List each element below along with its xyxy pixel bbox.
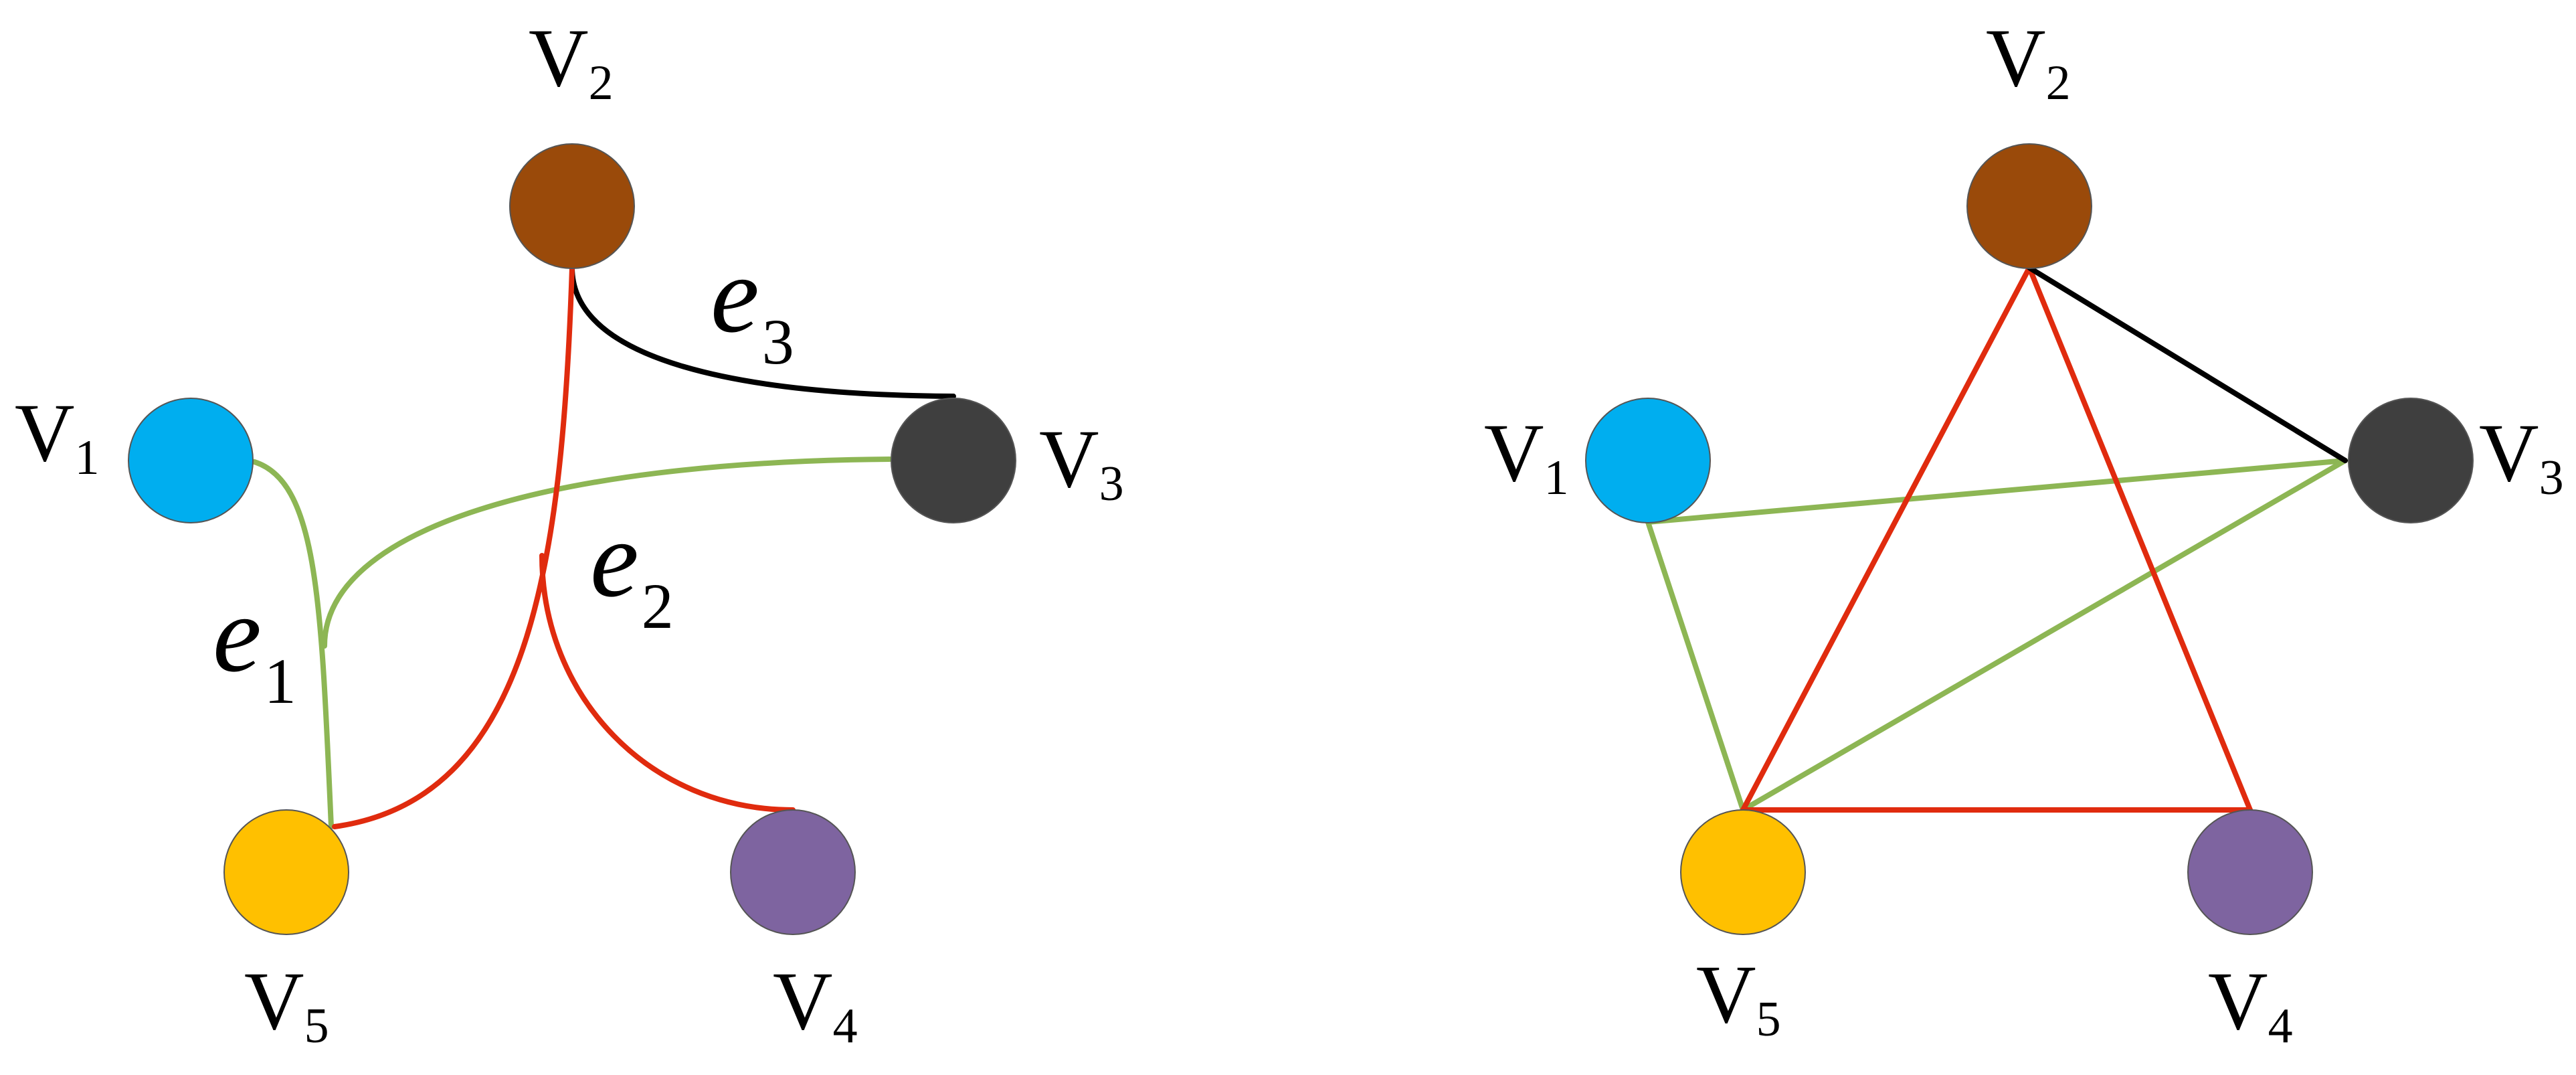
hypergraph-label-v4: V4: [773, 955, 858, 1054]
hyperedge-e1-curve: [252, 459, 334, 829]
hyperedge-label-e2: e2: [590, 499, 674, 642]
hypergraph-node-v5: [223, 809, 349, 935]
hypergraph-label-v3: V3: [1039, 413, 1124, 511]
graph-label-v2: V2: [1986, 12, 2071, 110]
graph-edge-v2-v5: [1740, 265, 2032, 813]
graph-edge-v2-v3: [2027, 265, 2348, 463]
graph-node-v2: [1966, 143, 2092, 269]
hypergraph-node-v1: [128, 398, 254, 523]
hypergraph-node-v4: [730, 809, 856, 935]
hyperedge-e2-curve: [332, 265, 575, 829]
hypergraph-panel: V1 V2 V3 V4 V5 e1 e2 e3: [15, 12, 1124, 1054]
graph-label-v3: V3: [2479, 407, 2564, 505]
graph-edge-v1-v3: [1645, 458, 2348, 525]
graph-label-v4: V4: [2208, 955, 2293, 1054]
graph-node-v5: [1680, 809, 1806, 935]
graph-node-v4: [2187, 809, 2313, 935]
hypergraph-label-v1: V1: [15, 387, 100, 485]
graph-label-v5: V5: [1696, 948, 1781, 1047]
hyperedge-e1-branch: [322, 457, 893, 649]
graph-node-v1: [1585, 398, 1711, 523]
hypergraph-label-v2: V2: [529, 12, 614, 110]
hypergraph-node-v2: [509, 143, 635, 269]
graph-label-v1: V1: [1484, 407, 1569, 505]
hyperedge-label-e1: e1: [213, 574, 296, 717]
graph-edge-v1-v5: [1645, 519, 1746, 813]
hypergraph-label-v5: V5: [244, 955, 329, 1054]
graph-edges: [1645, 265, 2348, 813]
hyperedge-e2-branch: [539, 553, 796, 813]
graph-edge-v3-v5: [1740, 458, 2348, 813]
graph-panel: V1 V2 V3 V4 V5: [1484, 12, 2564, 1054]
hypergraph-node-v3: [891, 398, 1016, 523]
hyperedge-e3-curve: [569, 265, 956, 399]
hyperedge-label-e3: e3: [711, 234, 794, 378]
graph-node-v3: [2348, 398, 2474, 523]
graph-edge-v2-v4: [2027, 265, 2253, 813]
